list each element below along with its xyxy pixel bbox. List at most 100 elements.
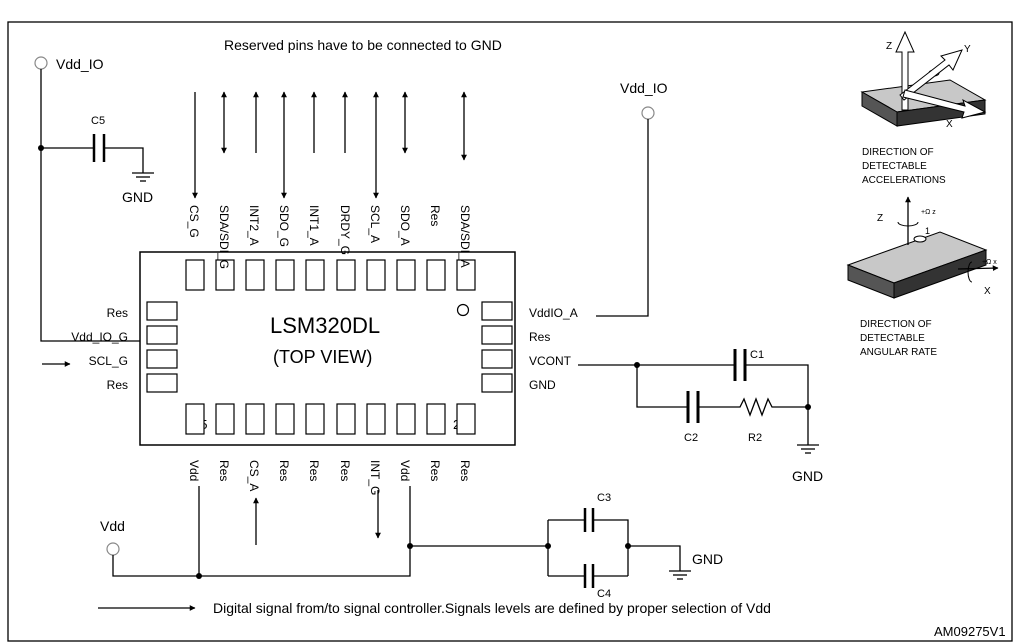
- r2-label: R2: [748, 432, 762, 444]
- vdd-io-right-terminal: [641, 106, 655, 120]
- top-pin-label: SDA/SDI_A: [458, 205, 472, 268]
- top-pin-pad: [245, 259, 265, 291]
- top-pin-label: SDO_A: [398, 205, 412, 246]
- vdd-label: Vdd: [100, 518, 125, 534]
- c2-label: C2: [684, 432, 698, 444]
- bottom-pin-label: Res: [217, 460, 231, 481]
- vcont-filter-network: C1 C2 R2 GND: [578, 349, 823, 484]
- c5-label: C5: [91, 115, 105, 127]
- left-pin-pad: [146, 325, 178, 345]
- top-pin-label: DRDY_G: [338, 205, 352, 255]
- bottom-pin-label: Res: [277, 460, 291, 481]
- legend-text: Digital signal from/to signal controller…: [213, 600, 771, 616]
- vdd-io-left-label: Vdd_IO: [56, 56, 104, 72]
- chip-pin-pads: [146, 259, 513, 435]
- figure-id: AM09275V1: [934, 624, 1006, 639]
- pin1-indicator: [456, 303, 470, 317]
- top-pin-arrows: [192, 91, 467, 199]
- bottom-pin-pad: [396, 403, 416, 435]
- accel-caption-line: DETECTABLE: [862, 161, 927, 172]
- left-pin-labels: Res Vdd_IO_G SCL_G Res: [71, 306, 128, 392]
- top-pin-pad: [396, 259, 416, 291]
- gyro-caption-line: ANGULAR RATE: [860, 347, 937, 358]
- c4-gnd-label: GND: [692, 551, 723, 567]
- top-pin-label: INT1_A: [307, 205, 321, 246]
- bottom-pin-pad: [426, 403, 446, 435]
- bottom-pin-pad: [456, 403, 476, 435]
- accel-caption-line: ACCELERATIONS: [862, 175, 946, 186]
- bottom-pin-pad: [275, 403, 295, 435]
- top-pin-label: Res: [428, 205, 442, 226]
- gyro-axis-x: X: [984, 286, 991, 297]
- accel-axis-z: Z: [886, 41, 892, 52]
- top-pin-label: SCL_A: [368, 205, 382, 243]
- r2-gnd-label: GND: [792, 468, 823, 484]
- accel-axes-illustration: Z Y X DIRECTION OF DETECTABLE ACCELERATI…: [860, 30, 987, 186]
- right-pin-label: VddIO_A: [529, 306, 578, 320]
- bottom-pin-label: Vdd: [398, 460, 412, 481]
- chip-name: LSM320DL: [270, 313, 380, 338]
- vdd-io-left-terminal: [34, 56, 48, 70]
- right-pin-labels: VddIO_A Res VCONT GND: [529, 306, 578, 392]
- bottom-pin-label: Res: [338, 460, 352, 481]
- right-pin-pad: [481, 373, 513, 393]
- bottom-pin-pad: [185, 403, 205, 435]
- vdd-terminal: [106, 542, 120, 556]
- gyro-omega-z: +Ω z: [921, 209, 936, 216]
- outer-frame: [7, 21, 1013, 642]
- c1-label: C1: [750, 349, 764, 361]
- gyro-caption-line: DIRECTION OF: [860, 319, 932, 330]
- top-pin-label: SDA/SDI_G: [217, 205, 231, 269]
- left-pin-label: Vdd_IO_G: [71, 330, 128, 344]
- vdd-io-left-supply: Vdd_IO C5 GND: [34, 56, 154, 342]
- accel-axis-x: X: [946, 119, 953, 130]
- header-note: Reserved pins have to be connected to GN…: [224, 37, 502, 53]
- right-pin-label: VCONT: [529, 354, 572, 368]
- right-pin-pad: [481, 349, 513, 369]
- gyro-pin1-mark: 1: [925, 226, 930, 236]
- left-pin-label: Res: [107, 306, 128, 320]
- right-pin-pad: [481, 301, 513, 321]
- left-pin-label: SCL_G: [89, 354, 128, 368]
- top-pin-pad: [426, 259, 446, 291]
- c5-gnd-label: GND: [122, 189, 153, 205]
- bottom-pin-pad: [245, 403, 265, 435]
- left-pin-pad: [146, 301, 178, 321]
- vdd-io-right-label: Vdd_IO: [620, 80, 668, 96]
- bottom-pin-pad: [336, 403, 356, 435]
- top-pin-pad: [336, 259, 356, 291]
- bottom-pin-label: Res: [428, 460, 442, 481]
- gyro-omega-x: +Ω x: [982, 259, 997, 266]
- bottom-pin-pad: [366, 403, 386, 435]
- gyro-axis-z: Z: [877, 213, 883, 224]
- r2-resistor: [698, 397, 808, 417]
- left-pin-label: Res: [107, 378, 128, 392]
- left-pin-pad: [146, 373, 178, 393]
- bottom-pin-label: Vdd: [187, 460, 201, 481]
- right-pin-label: GND: [529, 378, 556, 392]
- chip-view-label: (TOP VIEW): [273, 347, 372, 367]
- bottom-pin-label: Res: [458, 460, 472, 481]
- gyro-caption-line: DETECTABLE: [860, 333, 925, 344]
- bottom-pin-pad: [305, 403, 325, 435]
- vdd-io-right-supply: Vdd_IO: [596, 80, 668, 317]
- c4-label: C4: [597, 588, 611, 600]
- top-pin-label: CS_G: [187, 205, 201, 238]
- gyro-axes-illustration: Z +Ω z 1 +Ω x X DIRECTION OF DETECTABLE …: [846, 196, 999, 358]
- accel-caption-line: DIRECTION OF: [862, 147, 934, 158]
- bottom-pin-label: INT_G: [368, 460, 382, 495]
- bottom-pin-pad: [215, 403, 235, 435]
- left-pin-pad: [146, 349, 178, 369]
- top-pin-pad: [215, 259, 235, 291]
- right-pin-pad: [481, 325, 513, 345]
- vdd-supply: Vdd C3 C4 GND: [100, 486, 723, 600]
- right-pin-label: Res: [529, 330, 550, 344]
- top-pin-pad: [275, 259, 295, 291]
- top-pin-pad: [366, 259, 386, 291]
- top-pin-pad: [305, 259, 325, 291]
- top-pin-pad: [456, 259, 476, 291]
